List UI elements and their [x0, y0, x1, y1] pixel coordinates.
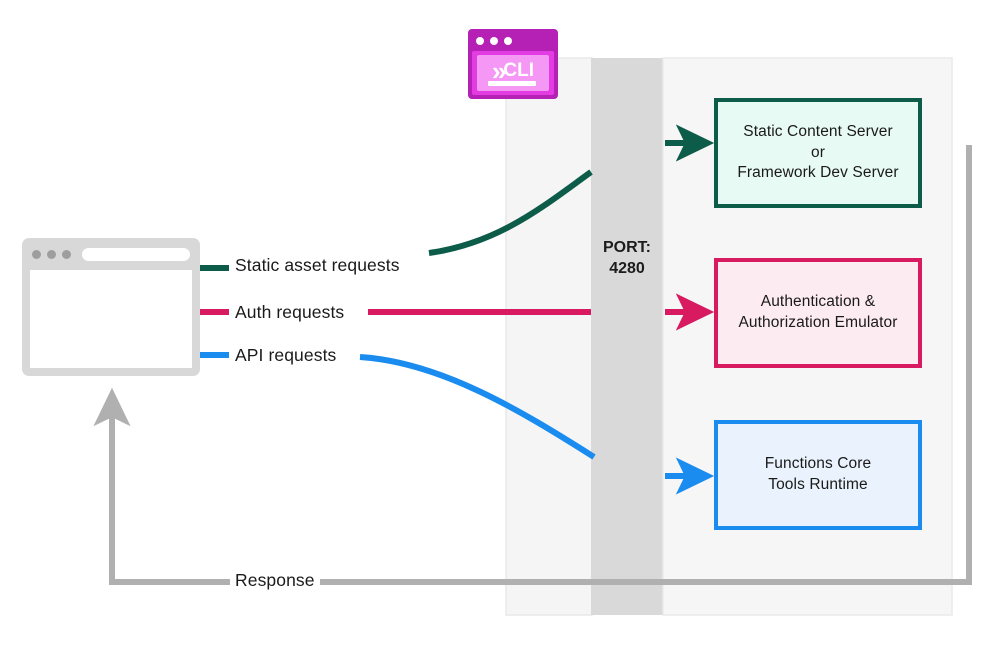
flow-line-static: [428, 169, 593, 256]
cli-prompt-underline: [488, 81, 536, 86]
cli-window-icon[interactable]: » CLI: [468, 29, 558, 99]
cli-dot-close: [476, 36, 484, 45]
flow-line-response: [93, 145, 972, 585]
browser-window-icon[interactable]: [22, 238, 200, 376]
service-box-functions-core-tools[interactable]: Functions Core Tools Runtime: [714, 420, 922, 530]
service-label-static-content-server: Static Content Server or Framework Dev S…: [737, 122, 899, 182]
flow-label-auth-requests: Auth requests: [230, 302, 350, 323]
browser-dot-close: [32, 249, 41, 259]
flow-label-static-asset-requests: Static asset requests: [230, 255, 405, 276]
flow-label-api-requests: API requests: [230, 345, 342, 366]
cli-glyph: » CLI: [492, 58, 534, 84]
cli-label: CLI: [503, 60, 535, 81]
service-box-auth-emulator[interactable]: Authentication & Authorization Emulator: [714, 258, 922, 368]
browser-address-bar[interactable]: [82, 247, 190, 261]
browser-dot-minimize: [47, 249, 56, 259]
service-label-auth-emulator: Authentication & Authorization Emulator: [738, 293, 898, 331]
cli-body: » CLI: [472, 51, 554, 95]
flow-label-response: Response: [230, 570, 320, 591]
cli-titlebar: [472, 33, 554, 48]
cli-dot-minimize: [490, 36, 498, 45]
panel-left-region: [505, 57, 593, 616]
service-label-functions-core-tools: Functions Core Tools Runtime: [764, 455, 872, 493]
panel-port-column: [591, 58, 663, 615]
browser-titlebar: [28, 244, 194, 264]
cli-dot-maximize: [504, 36, 512, 45]
service-box-static-content-server[interactable]: Static Content Server or Framework Dev S…: [714, 98, 922, 208]
browser-dot-maximize: [62, 249, 71, 259]
port-label: PORT: 4280: [603, 239, 651, 277]
browser-viewport: [30, 270, 192, 368]
flow-line-api: [359, 354, 596, 460]
